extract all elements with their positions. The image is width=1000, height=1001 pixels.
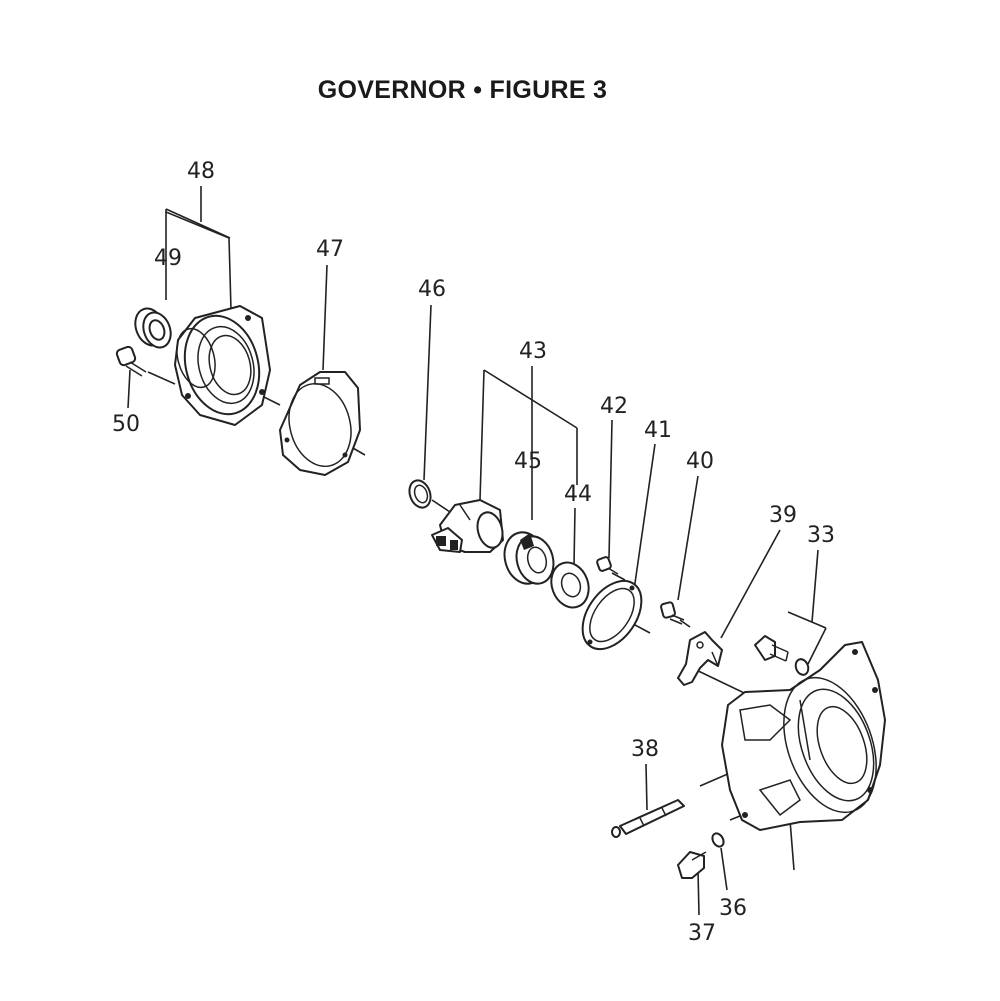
gasket-41	[581, 579, 643, 651]
governor-weight-43	[431, 499, 504, 553]
callout-44: 44	[564, 482, 592, 507]
callout-36: 36	[719, 896, 747, 921]
callout-50: 50	[112, 412, 140, 437]
callout-47: 47	[316, 237, 344, 262]
transmission-housing	[721, 641, 886, 831]
callout-48: 48	[187, 159, 215, 184]
callout-39: 39	[769, 503, 797, 528]
callout-41: 41	[644, 418, 672, 443]
gasket-47	[279, 371, 361, 476]
callout-42: 42	[600, 394, 628, 419]
callout-33: 33	[807, 523, 835, 548]
plug-37	[677, 851, 707, 879]
callout-37: 37	[688, 921, 716, 946]
figure-title: GOVERNOR • FIGURE 3	[317, 76, 608, 104]
callout-40: 40	[686, 449, 714, 474]
washer-36	[711, 832, 725, 848]
callout-38: 38	[631, 737, 659, 762]
sleeve-45	[503, 531, 555, 585]
bolt-33	[754, 635, 810, 676]
callout-45: 45	[514, 449, 542, 474]
oil-seal-49	[134, 307, 172, 349]
snap-ring-46	[408, 479, 432, 509]
governor-shaft-38	[611, 799, 685, 838]
governor-lever-39	[677, 631, 723, 686]
callout-49: 49	[154, 246, 182, 271]
alignment-lines	[147, 369, 766, 821]
washer-44	[550, 561, 590, 609]
bolt-42	[596, 556, 619, 575]
bolt-40	[660, 601, 685, 625]
leader-lines	[127, 186, 827, 916]
governor-housing-48	[174, 305, 271, 426]
callout-43: 43	[519, 339, 547, 364]
bolt-50	[115, 345, 147, 377]
callout-46: 46	[418, 277, 446, 302]
